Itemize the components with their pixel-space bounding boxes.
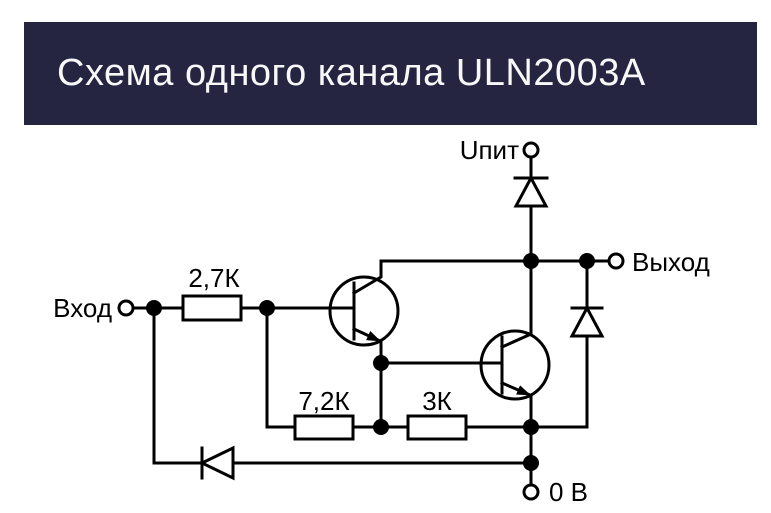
terminal-supply: Uпит	[460, 135, 540, 165]
junction-emitter-node	[523, 419, 539, 435]
resistor-body	[181, 294, 243, 322]
junction-output-node	[579, 253, 595, 269]
transistor-circle	[328, 275, 400, 347]
terminal-supply-label: Uпит	[460, 135, 519, 165]
terminal-ground: 0 В	[522, 477, 588, 507]
wire-d2-emitter	[529, 334, 589, 429]
resistor-r3-label: 3К	[422, 386, 452, 416]
junction-input-node	[146, 300, 162, 316]
resistor-r1: 2,7К	[181, 263, 243, 322]
diode-triangle	[569, 304, 605, 338]
transistor-emitter-arrow	[352, 327, 382, 343]
resistor-r2: 7,2К	[293, 386, 355, 441]
diode-d3-input	[198, 445, 235, 481]
terminal-ground-label: 0 В	[549, 477, 588, 507]
terminal-input: Вход	[53, 293, 135, 323]
transistor-circle	[479, 329, 551, 401]
resistor-r1-label: 2,7К	[188, 263, 239, 293]
terminal-output: Выход	[607, 247, 710, 277]
diode-d2-output	[569, 304, 605, 338]
transistor-collector	[351, 259, 383, 296]
junction-q1-base-node	[259, 300, 275, 316]
diode-triangle	[513, 174, 549, 208]
terminal-circle	[607, 252, 625, 270]
transistor-emitter-arrow	[500, 381, 532, 397]
diode-triangle	[198, 445, 235, 481]
resistor-body	[406, 414, 468, 441]
terminal-circle	[522, 141, 540, 159]
terminal-circle	[522, 483, 540, 501]
wires	[131, 155, 611, 487]
junction-collector-rail	[523, 253, 539, 269]
terminal-circle	[117, 299, 135, 317]
transistor-q2	[479, 259, 551, 429]
transistor-collector	[500, 259, 533, 349]
resistor-r2-label: 7,2К	[298, 386, 349, 416]
junction-dots	[146, 253, 595, 471]
resistor-body	[293, 414, 355, 441]
resistor-r3: 3К	[406, 386, 468, 441]
diode-d1-supply-clamp	[513, 174, 549, 208]
terminal-output-label: Выход	[632, 247, 710, 277]
junction-ground-rail	[523, 455, 539, 471]
terminal-input-label: Вход	[53, 293, 112, 323]
page-title: Схема одного канала ULN2003A	[57, 52, 646, 94]
wire-q1base-r2	[265, 306, 297, 429]
junction-q2-base-node	[373, 355, 389, 371]
wire-input-d3	[152, 306, 204, 465]
transistor-q1	[328, 259, 400, 365]
title-banner: Схема одного канала ULN2003A	[24, 22, 757, 125]
junction-resistor-node	[373, 419, 389, 435]
